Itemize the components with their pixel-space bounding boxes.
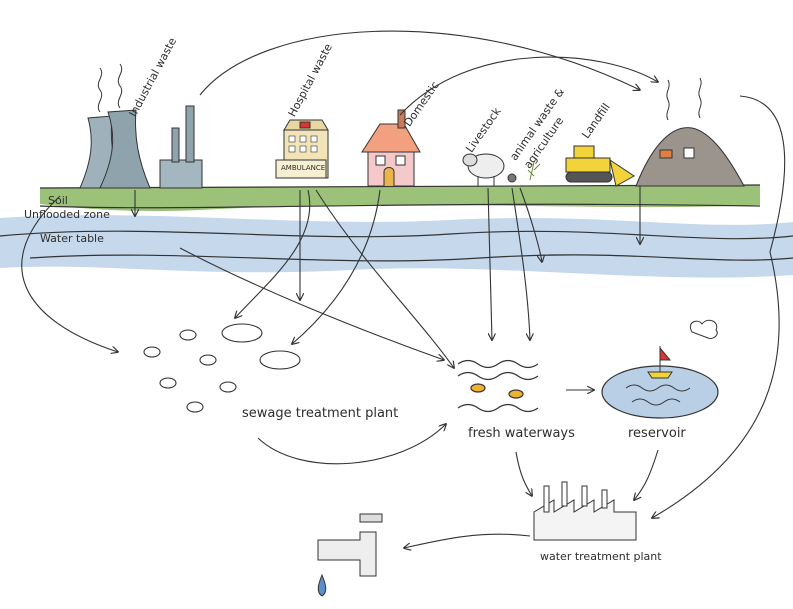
reservoir-icon <box>601 319 719 419</box>
tap-icon <box>317 513 383 597</box>
landfill-heap <box>635 77 745 187</box>
factory-chimney-2 <box>185 105 195 163</box>
livestock-sheep <box>462 153 541 186</box>
smoke-1 <box>97 67 103 113</box>
industrial-site <box>79 63 203 189</box>
hospital-building <box>275 119 329 179</box>
water-layer <box>0 215 793 278</box>
label-ambulance: AMBULANCE <box>281 164 326 172</box>
sewage-treatment-tanks <box>143 323 301 413</box>
label-sewage-treatment-plant: sewage treatment plant <box>242 406 399 421</box>
soil-bottom-line <box>39 203 761 209</box>
bulldozer <box>565 145 635 187</box>
smoke-2 <box>117 63 123 109</box>
domestic-house <box>361 109 421 187</box>
label-fresh-waterways: fresh waterways <box>468 426 575 441</box>
factory-building <box>159 159 203 189</box>
groundwater-line <box>29 254 793 262</box>
label-reservoir: reservoir <box>628 426 686 441</box>
label-soil: Soil <box>48 194 68 207</box>
label-water-table: Water table <box>40 232 104 245</box>
label-water-treatment-plant: water treatment plant <box>540 550 662 563</box>
factory-chimney-1 <box>171 127 180 163</box>
label-unflooded-zone: Unflooded zone <box>24 208 110 221</box>
water-treatment-plant-icon <box>533 481 637 541</box>
water-table-line <box>0 230 793 240</box>
ground-layers <box>0 184 793 278</box>
cooling-tower-right <box>99 109 151 189</box>
fresh-waterways-icon <box>457 359 539 413</box>
flow-arrows <box>21 30 786 548</box>
